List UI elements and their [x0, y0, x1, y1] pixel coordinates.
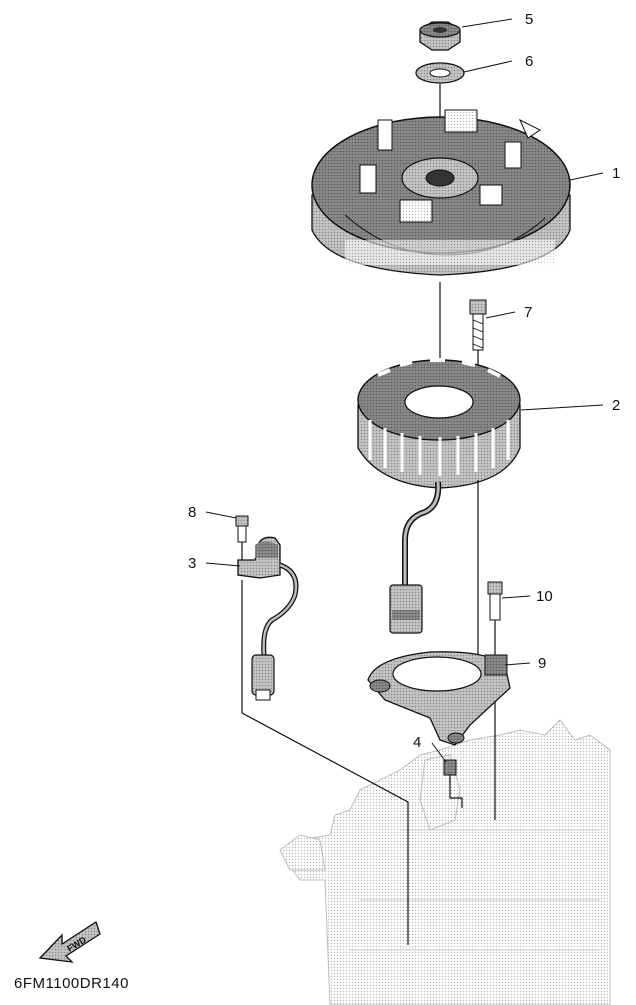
callout-10: 10: [536, 588, 553, 605]
part-3-pulser-coil: [237, 536, 299, 701]
callout-5: 5: [525, 11, 533, 28]
callout-4: 4: [413, 734, 421, 751]
callout-9: 9: [538, 655, 546, 672]
callout-2: 2: [612, 397, 620, 414]
pulser-reference-line: [241, 580, 409, 945]
callout-labels: 5 6 1 2 7 8 3 4 9 10: [188, 11, 620, 751]
drawing-code: 6FM1100DR140: [14, 975, 129, 992]
part-10-bolt: [487, 581, 503, 621]
part-9-pulser-bracket: [367, 651, 511, 746]
part-6-washer: [415, 62, 465, 84]
part-2-stator-coil: [357, 358, 521, 489]
callout-8: 8: [188, 504, 196, 521]
forward-direction-arrow: FWD: [38, 920, 101, 963]
part-4-woodruff-key: [443, 759, 463, 808]
part-5-flywheel-nut: [419, 21, 461, 51]
callout-7: 7: [524, 304, 532, 321]
callout-3: 3: [188, 555, 196, 572]
part-1-flywheel-rotor: [311, 109, 571, 276]
part-8-screw: [235, 515, 249, 543]
leader-lines: [205, 18, 604, 763]
part-7-stator-bolt: [469, 299, 487, 351]
callout-6: 6: [525, 53, 533, 70]
callout-1: 1: [612, 165, 620, 182]
stator-harness-connector: [389, 481, 442, 634]
